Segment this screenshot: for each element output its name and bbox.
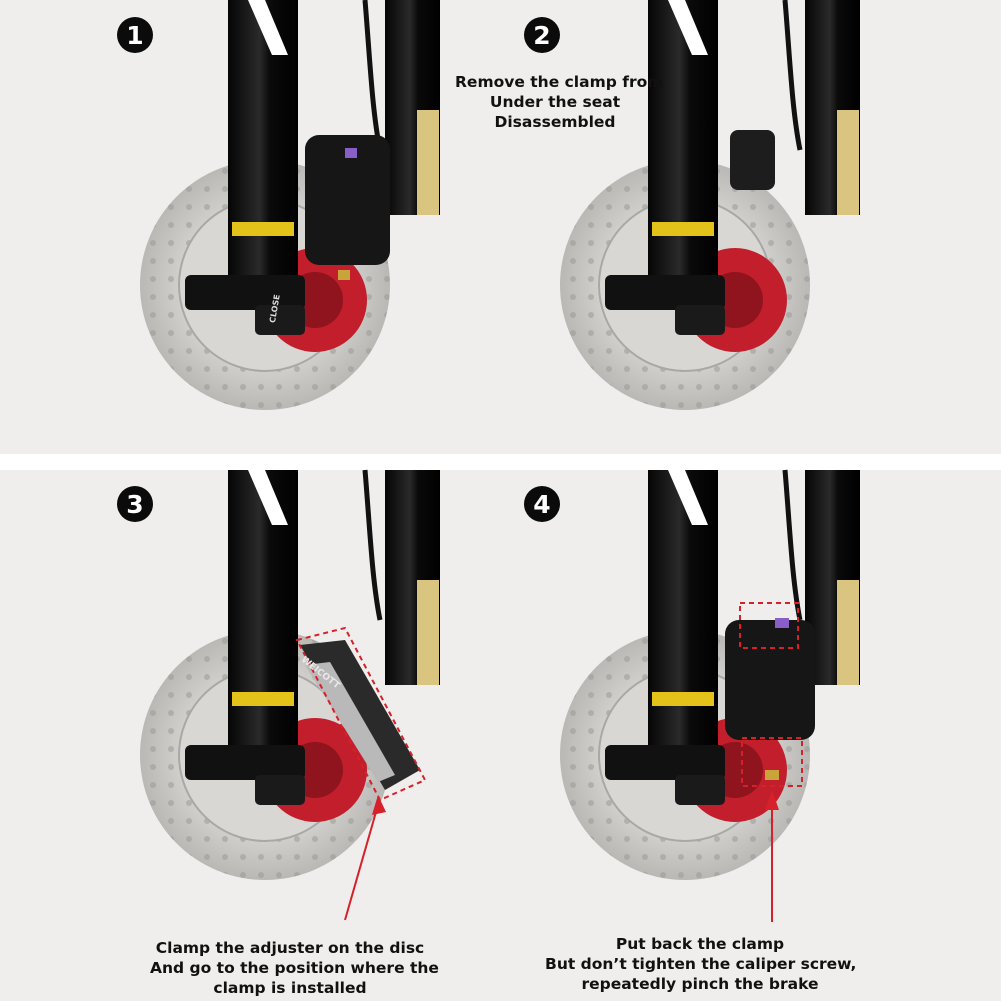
caption-line: Remove the clamp from [455,73,664,91]
caption-line: And go to the position where the [150,959,439,977]
panel-divider [0,454,1001,470]
step-2-badge: 2 [524,17,560,53]
caption-line: repeatedly pinch the brake [581,975,819,993]
step-3-caption: Clamp the adjuster on the disc And go to… [150,938,439,998]
step-3-badge: 3 [117,486,153,522]
upper-bolt-highlight-box [739,602,799,649]
step-4-caption: Put back the clamp But don’t tighten the… [545,934,857,994]
step-4-photo [560,470,860,922]
pointer-arrow [344,804,379,921]
step-1-photo [140,0,440,410]
caption-line: clamp is installed [213,979,367,997]
brake-caliper [725,620,815,740]
caption-line: But don’t tighten the caliper screw, [545,955,857,973]
step-1-badge: 1 [117,17,153,53]
step-3-photo [140,470,440,921]
caption-line: Under the seat [489,93,621,111]
step-2-caption: Remove the clamp from Under the seat Dis… [455,72,664,132]
caliper-mount [730,130,775,190]
step-4-badge: 4 [524,486,560,522]
caption-line: Clamp the adjuster on the disc [155,939,425,957]
caption-line: Disassembled [494,113,616,131]
step-2-photo [560,0,860,410]
lower-bolt-highlight-box [741,737,803,787]
brake-caliper [305,135,390,265]
caption-line: Put back the clamp [615,935,785,953]
